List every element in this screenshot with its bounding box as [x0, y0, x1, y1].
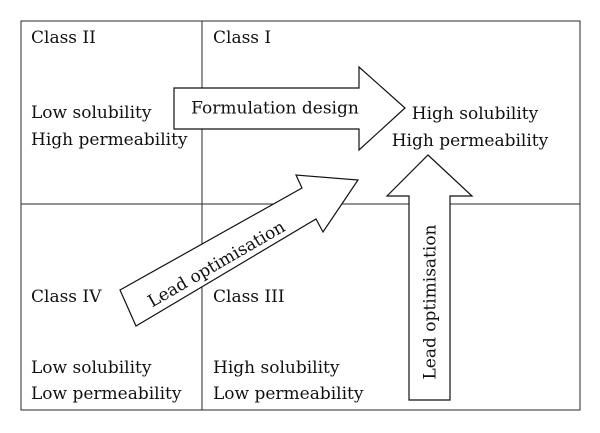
class-i-line2: High permeability [392, 131, 549, 151]
horizontal-arrow-label: Formulation design [191, 99, 359, 119]
class-iv-title: Class IV [31, 287, 102, 307]
outer-frame [20, 20, 581, 411]
class-ii-line2: High permeability [31, 130, 188, 150]
class-iv-line1: Low solubility [31, 358, 152, 378]
class-ii-title: Class II [31, 28, 96, 48]
class-iii-line1: High solubility [213, 358, 340, 378]
diagonal-arrow [119, 174, 360, 327]
class-iii-line2: Low permeability [213, 384, 364, 404]
class-i-title: Class I [213, 28, 271, 48]
class-iv-line2: Low permeability [31, 384, 182, 404]
class-ii-line1: Low solubility [31, 103, 152, 123]
vertical-arrow [385, 154, 474, 401]
vertical-arrow-label: Lead optimisation [421, 224, 441, 379]
class-iii-title: Class III [213, 287, 285, 307]
class-i-line1: High solubility [412, 104, 539, 124]
horizontal-arrow [173, 65, 406, 152]
